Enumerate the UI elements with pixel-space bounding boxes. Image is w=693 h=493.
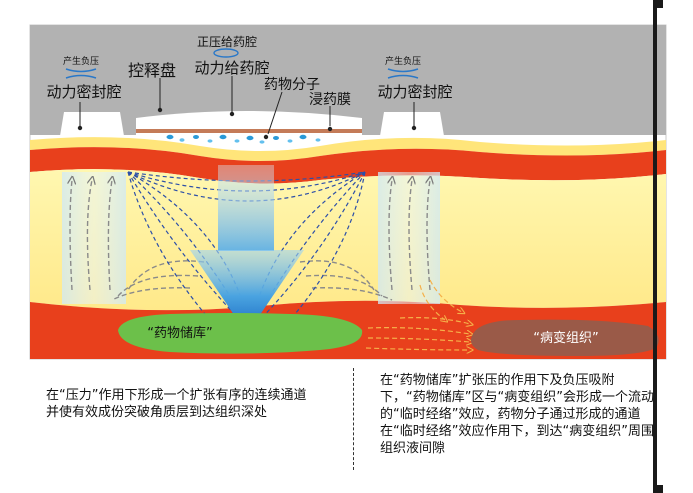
pressure-arrow-head [190,250,304,334]
lesion-tissue [470,319,659,356]
label-left-seal-chamber: 动力密封腔 [46,83,121,101]
label-leaders [79,76,415,135]
caption-divider [353,368,355,470]
power-chamber-dot [229,111,235,117]
right-negative-pressure-icon [387,68,419,79]
membrane-dot [327,126,333,132]
label-release-disc: 控释盘 [128,61,176,80]
label-right-seal-chamber: 动力密封腔 [377,83,452,101]
release-disc-dot [157,107,163,113]
label-right-negative-pressure: 产生负压 [385,55,421,67]
skin-surface [30,137,666,161]
release-disc-cavity [136,111,362,138]
page-edge-tick-top [657,0,663,8]
drug-soaked-membrane [136,129,362,133]
page-edge-tick-bottom [657,485,663,493]
red-upper-layer [30,147,666,184]
left-suction-column [62,172,126,304]
label-power-chamber: 动力给药腔 [194,59,269,77]
page-edge-bar [653,0,657,493]
left-negative-pressure-icon [65,68,97,79]
positive-pressure-icon [213,48,239,58]
label-positive-pressure-chamber: 正压给药腔 [197,34,257,49]
label-left-negative-pressure: 产生负压 [63,55,99,67]
drug-molecules [166,134,321,144]
right-seal-chamber-cavity [380,112,444,136]
pressure-arrow-shaft [218,165,274,251]
left-chamber-dot [77,125,83,131]
drug-reservoir [118,313,363,354]
caption-right: 在“药物储库”扩张压的作用下及负压吸附下，“药物储库”区与“病变组织”会形成一个… [380,373,654,456]
label-drug-molecule: 药物分子 [264,77,320,93]
temporary-channel-arrows [365,279,470,350]
right-chamber-dot [411,125,417,131]
right-flow-arrows [299,180,430,301]
label-drug-reservoir: “药物储库” [147,325,212,341]
left-flow-arrows [70,180,205,301]
label-lesion-tissue: “病变组织” [533,330,598,346]
caption-left: 在“压力”作用下形成一个扩张有序的连续通道并使有效成份突破角质层到达组织深处 [46,388,307,420]
left-seal-chamber-cavity [60,112,124,136]
molecule-dot [263,134,269,140]
label-membrane: 浸药膜 [309,92,351,108]
